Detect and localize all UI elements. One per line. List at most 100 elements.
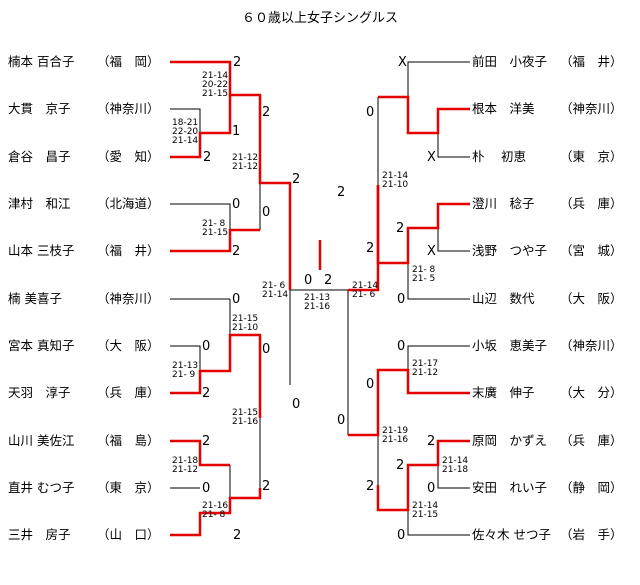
player-prefecture: （岩 手）	[560, 527, 623, 542]
player-name: 宮本 真知子	[8, 338, 74, 353]
match-score: X	[398, 55, 407, 70]
game-score: 21-18	[442, 465, 468, 475]
game-score: 21-15	[202, 228, 228, 238]
match-score: 0	[262, 205, 270, 220]
match-score: 2	[232, 244, 240, 259]
bracket-lines	[170, 61, 470, 536]
player-name: 末廣 伸子	[472, 385, 535, 400]
game-score: 21-12	[172, 465, 198, 475]
game-score: 21-13	[172, 361, 198, 371]
player-prefecture: （東 京）	[97, 480, 160, 495]
player-prefecture: （愛 知）	[97, 149, 160, 164]
player-name: 原岡 かずえ	[472, 433, 547, 448]
winner-path	[376, 439, 470, 512]
match-score: 2	[262, 105, 270, 120]
player-name: 安田 れい子	[472, 480, 547, 495]
match-score: 1	[232, 124, 240, 139]
match-score: 0	[366, 377, 374, 392]
player-name: 前田 小夜子	[472, 54, 547, 69]
game-score: 20-22	[202, 80, 228, 90]
game-score: 21-14	[352, 281, 378, 291]
game-score: 21-14	[412, 501, 438, 511]
match-score: 2	[366, 479, 374, 494]
player-prefecture: （兵 庫）	[560, 433, 623, 448]
player-prefecture: （兵 庫）	[97, 385, 160, 400]
bracket-line	[437, 228, 470, 252]
player-prefecture: （福 井）	[97, 243, 160, 258]
player-prefecture: （宮 城）	[560, 243, 623, 258]
match-score: 0	[304, 273, 312, 288]
player-name: 山本 三枝子	[8, 243, 74, 258]
winner-path	[378, 95, 470, 135]
game-score: 21- 8	[202, 219, 226, 229]
game-score: 21-16	[202, 501, 228, 511]
match-score: 2	[262, 479, 270, 494]
game-score: 21-16	[232, 417, 258, 427]
player-prefecture: （神奈川）	[97, 291, 160, 306]
match-score: 0	[292, 397, 300, 412]
match-score: 2	[202, 386, 210, 401]
player-prefecture: （大 分）	[560, 385, 623, 400]
player-prefecture: （神奈川）	[560, 101, 623, 116]
game-score: 21- 8	[202, 510, 226, 520]
winner-path	[170, 439, 230, 467]
match-score: X	[427, 244, 436, 259]
game-score: 21-14	[262, 290, 288, 300]
player-prefecture: （福 井）	[560, 54, 623, 69]
player-name: 津村 和江	[8, 196, 71, 211]
player-name: 倉谷 昌子	[8, 149, 71, 164]
match-score: 2	[233, 55, 241, 70]
player-prefecture: （神奈川）	[97, 101, 160, 116]
game-score: 21- 8	[412, 265, 436, 275]
winner-path	[170, 488, 262, 537]
player-prefecture: （東 京）	[560, 149, 623, 164]
match-score: 0	[232, 197, 240, 212]
bracket-line	[437, 133, 470, 158]
winner-path	[170, 95, 232, 159]
player-name: 三井 房子	[8, 527, 71, 542]
winner-path	[348, 390, 380, 437]
match-score: X	[427, 150, 436, 165]
match-score: 2	[366, 241, 374, 256]
page-title: ６０歳以上女子シングルス	[242, 10, 398, 26]
player-name: 佐々木 せつ子	[472, 527, 551, 542]
player-name: 朴 初恵	[472, 149, 526, 164]
player-prefecture: （大 阪）	[97, 338, 160, 353]
game-score: 21-10	[232, 323, 258, 333]
match-score: 0	[397, 292, 405, 307]
game-score: 21-10	[382, 180, 408, 190]
bracket-line	[407, 263, 470, 300]
player-prefecture: （山 口）	[97, 527, 160, 542]
winner-path	[258, 135, 292, 290]
game-score: 21-15	[202, 89, 228, 99]
bracket-line	[407, 61, 470, 109]
match-score: 2	[203, 150, 211, 165]
match-score: 2	[427, 434, 435, 449]
game-score: 21-17	[412, 359, 438, 369]
game-score: 21-14	[202, 71, 228, 81]
match-score: 0	[202, 339, 210, 354]
winner-path	[170, 333, 262, 418]
match-score: 2	[396, 458, 404, 473]
player-name: 天羽 淳子	[8, 385, 71, 400]
game-score: 21-15	[232, 408, 258, 418]
match-score: 2	[337, 185, 345, 200]
match-score: 0	[397, 339, 405, 354]
player-name: 浅野 つや子	[472, 243, 547, 258]
game-score: 21-16	[304, 302, 330, 312]
player-prefecture: （神奈川）	[560, 338, 623, 353]
game-score: 21-12	[412, 368, 438, 378]
player-name: 山川 美佐江	[8, 433, 74, 448]
player-prefecture: （北海道）	[97, 196, 160, 211]
game-score: 18-21	[172, 118, 198, 128]
game-score: 21-12	[232, 162, 258, 172]
player-name: 楠本 百合子	[8, 54, 74, 69]
winner-path	[348, 185, 380, 292]
game-score: 21-12	[232, 153, 258, 163]
game-score: 21-18	[172, 456, 198, 466]
bracket-texts: 楠本 百合子（福 岡）大貫 京子（神奈川）倉谷 昌子（愛 知）津村 和江（北海道…	[8, 54, 623, 543]
game-score: 21- 9	[172, 370, 196, 380]
winner-path	[376, 368, 470, 395]
